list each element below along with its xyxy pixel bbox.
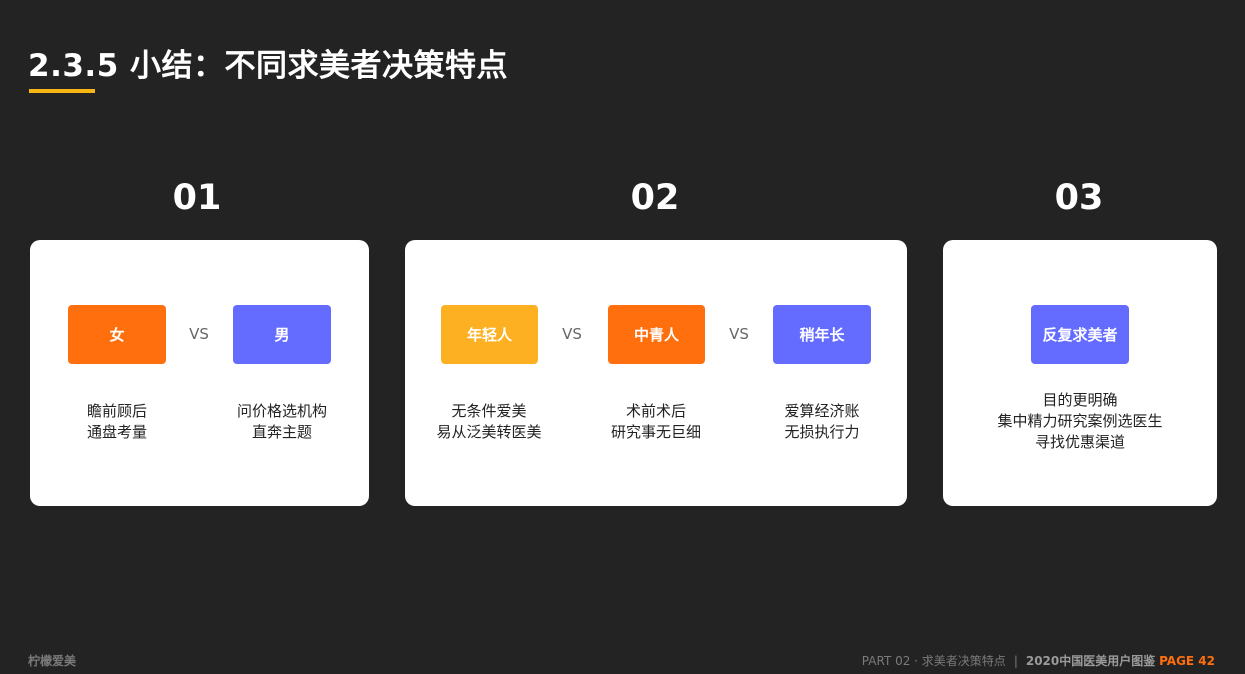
tag-young: 年轻人 bbox=[441, 305, 538, 364]
footer-report-title: 2020中国医美用户图鉴 bbox=[1025, 654, 1156, 668]
desc-line: 爱算经济账 bbox=[784, 402, 860, 420]
tag-older: 稍年长 bbox=[773, 305, 871, 364]
desc-line: 集中精力研究案例选医生 bbox=[997, 412, 1163, 430]
footer-info: PART 02 · 求美者决策特点 | 2020中国医美用户图鉴 PAGE 42 bbox=[862, 652, 1215, 669]
section-card-02: 年轻人 VS 中青人 VS 稍年长 无条件爱美 易从泛美转医美 术前术后 研究事… bbox=[405, 240, 907, 506]
desc-line: 问价格选机构 bbox=[236, 402, 327, 420]
vs-label: VS bbox=[729, 325, 749, 343]
section-number-02: 02 bbox=[630, 178, 680, 218]
desc-young: 无条件爱美 易从泛美转医美 bbox=[419, 401, 559, 443]
desc-middle-aged: 术前术后 研究事无巨细 bbox=[586, 401, 726, 443]
desc-male: 问价格选机构 直奔主题 bbox=[217, 401, 347, 443]
desc-older: 爱算经济账 无损执行力 bbox=[752, 401, 892, 443]
footer-brand: 柠檬爱美 bbox=[28, 654, 77, 668]
section-number-01: 01 bbox=[172, 178, 222, 218]
desc-line: 瞻前顾后 bbox=[86, 402, 147, 420]
desc-female: 瞻前顾后 通盘考量 bbox=[52, 401, 182, 443]
desc-line: 术前术后 bbox=[625, 402, 686, 420]
desc-line: 目的更明确 bbox=[1042, 391, 1118, 409]
section-card-01: 女 VS 男 瞻前顾后 通盘考量 问价格选机构 直奔主题 bbox=[30, 240, 369, 506]
vs-label: VS bbox=[189, 325, 209, 343]
footer-part: PART 02 · 求美者决策特点 bbox=[861, 654, 1006, 668]
desc-repeat-seeker: 目的更明确 集中精力研究案例选医生 寻找优惠渠道 bbox=[970, 390, 1190, 453]
title-underline bbox=[29, 89, 95, 93]
desc-line: 无条件爱美 bbox=[451, 402, 527, 420]
section-number-03: 03 bbox=[1054, 178, 1104, 218]
tag-male: 男 bbox=[233, 305, 331, 364]
desc-line: 通盘考量 bbox=[86, 423, 147, 441]
page-title: 2.3.5 小结：不同求美者决策特点 bbox=[28, 48, 509, 84]
desc-line: 研究事无巨细 bbox=[610, 423, 701, 441]
footer-separator: | bbox=[1013, 654, 1018, 668]
desc-line: 易从泛美转医美 bbox=[436, 423, 542, 441]
tag-female: 女 bbox=[68, 305, 166, 364]
tag-middle-aged: 中青人 bbox=[608, 305, 705, 364]
desc-line: 寻找优惠渠道 bbox=[1034, 433, 1125, 451]
desc-line: 直奔主题 bbox=[251, 423, 312, 441]
footer-page-number: PAGE 42 bbox=[1159, 654, 1215, 668]
tag-repeat-seeker: 反复求美者 bbox=[1031, 305, 1129, 364]
vs-label: VS bbox=[562, 325, 582, 343]
desc-line: 无损执行力 bbox=[784, 423, 860, 441]
section-card-03: 反复求美者 目的更明确 集中精力研究案例选医生 寻找优惠渠道 bbox=[943, 240, 1217, 506]
